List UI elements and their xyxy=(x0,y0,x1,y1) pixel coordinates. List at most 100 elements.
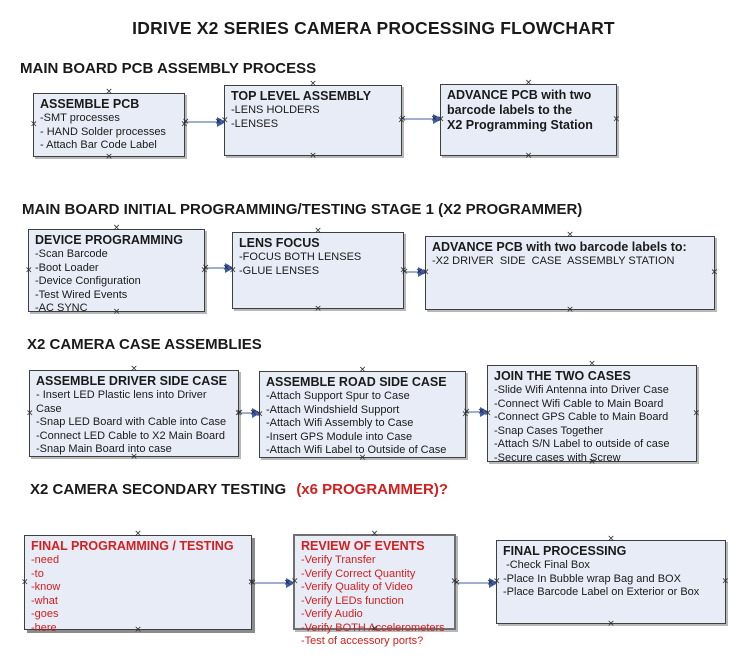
box-item: -LENSES xyxy=(231,117,279,130)
selection-handle[interactable]: × xyxy=(291,576,299,587)
flow-box-assemble-road-side-case[interactable]: ASSEMBLE ROAD SIDE CASE -Attach Support … xyxy=(256,366,469,463)
selection-handle[interactable]: × xyxy=(612,114,620,125)
selection-handle[interactable]: × xyxy=(358,365,367,375)
selection-handle[interactable]: × xyxy=(430,114,438,124)
selection-handle[interactable]: × xyxy=(314,226,322,236)
selection-handle[interactable]: × xyxy=(112,307,121,317)
arrow-right-icon xyxy=(286,578,295,588)
selection-handle[interactable]: × xyxy=(200,265,208,275)
box-item: -know xyxy=(31,581,61,593)
selection-handle[interactable]: × xyxy=(450,576,458,587)
selection-handle[interactable]: × xyxy=(399,265,407,275)
box-item: -Snap Main Board into case xyxy=(36,443,172,455)
arrow-line xyxy=(403,118,434,120)
selection-handle[interactable]: × xyxy=(721,576,729,587)
selection-handle[interactable]: × xyxy=(370,529,379,539)
box-item: -Test of accessory ports? xyxy=(301,635,424,647)
selection-handle[interactable]: × xyxy=(134,625,142,635)
selection-handle[interactable]: × xyxy=(401,267,409,277)
selection-handle[interactable]: × xyxy=(26,408,34,418)
flow-box-advance-pcb-programming-station[interactable]: ADVANCE PCB with two barcode labels to t… xyxy=(437,79,620,161)
selection-handle[interactable]: × xyxy=(134,529,142,539)
selection-handle[interactable]: × xyxy=(692,408,700,418)
selection-handle[interactable]: × xyxy=(112,223,121,233)
page-title: IDRIVE X2 SERIES CAMERA PROCESSING FLOWC… xyxy=(132,18,615,38)
selection-handle[interactable]: × xyxy=(130,364,138,374)
flow-box-final-programming-testing[interactable]: FINAL PROGRAMMING / TESTING -need-to-kno… xyxy=(21,530,255,635)
selection-handle[interactable]: × xyxy=(399,114,407,124)
box-items: -need-to-know-what-goes-here xyxy=(31,554,245,635)
flow-box-review-of-events[interactable]: REVIEW OF EVENTS -Verify Transfer-Verify… xyxy=(291,530,458,648)
selection-handle[interactable]: × xyxy=(484,408,492,418)
selection-handle[interactable]: × xyxy=(524,151,533,161)
selection-handle[interactable]: × xyxy=(397,115,405,125)
flow-box-final-processing[interactable]: FINAL PROCESSING -Check Final Box-Place … xyxy=(493,535,729,629)
selection-handle[interactable]: × xyxy=(256,409,264,419)
selection-handle[interactable]: × xyxy=(358,453,367,463)
box-item: -Snap Cases Together xyxy=(494,424,604,437)
selection-handle[interactable]: × xyxy=(493,576,501,587)
box-item: -Verify BOTH Accelerometers xyxy=(301,621,445,634)
box-items: -X2 DRIVER SIDE CASE ASSEMBLY STATION xyxy=(432,255,708,269)
selection-handle[interactable]: × xyxy=(588,457,596,467)
box-item: -AC SYNC xyxy=(35,302,88,314)
arrow-line xyxy=(457,582,490,584)
flow-box-assemble-driver-side-case[interactable]: ASSEMBLE DRIVER SIDE CASE - Insert LED P… xyxy=(26,365,242,462)
flow-box-assemble-pcb[interactable]: ASSEMBLE PCB -SMT processes- HAND Solder… xyxy=(30,88,188,162)
selection-handle[interactable]: × xyxy=(710,267,718,278)
selection-handle[interactable]: × xyxy=(486,578,494,588)
box-item: -here xyxy=(31,621,57,634)
box-items: -SMT processes- HAND Solder processes- A… xyxy=(40,112,178,153)
selection-handle[interactable]: × xyxy=(214,117,222,127)
selection-handle[interactable]: × xyxy=(309,151,317,161)
selection-handle[interactable]: × xyxy=(422,267,430,278)
selection-handle[interactable]: × xyxy=(105,152,113,162)
arrow-right-icon xyxy=(433,114,442,124)
selection-handle[interactable]: × xyxy=(221,115,229,125)
selection-handle[interactable]: × xyxy=(309,79,317,89)
flow-box-top-level-assembly[interactable]: TOP LEVEL ASSEMBLY -LENS HOLDERS-LENSES … xyxy=(221,80,405,161)
selection-handle[interactable]: × xyxy=(588,359,596,369)
selection-handle[interactable]: × xyxy=(249,408,257,418)
flow-box-lens-focus[interactable]: LENS FOCUS -FOCUS BOTH LENSES-GLUE LENSE… xyxy=(229,227,407,314)
selection-handle[interactable]: × xyxy=(477,407,485,417)
selection-handle[interactable]: × xyxy=(236,408,244,418)
flow-box-advance-pcb-driver-side[interactable]: ADVANCE PCB with two barcode labels to: … xyxy=(422,231,718,315)
flow-box-device-programming[interactable]: DEVICE PROGRAMMING -Scan Barcode-Boot Lo… xyxy=(25,224,208,317)
selection-handle[interactable]: × xyxy=(283,578,291,588)
selection-handle[interactable]: × xyxy=(222,263,230,273)
box-items: - Insert LED Plastic lens into Driver Ca… xyxy=(36,389,232,457)
selection-handle[interactable]: × xyxy=(21,577,29,587)
arrow-right-icon xyxy=(225,263,234,273)
box-items: -Slide Wifi Antenna into Driver Case-Con… xyxy=(494,384,690,465)
selection-handle[interactable]: × xyxy=(105,87,113,97)
selection-handle[interactable]: × xyxy=(566,305,574,315)
selection-handle[interactable]: × xyxy=(607,534,615,544)
selection-handle[interactable]: × xyxy=(415,267,423,277)
selection-handle[interactable]: × xyxy=(30,119,38,130)
selection-handle[interactable]: × xyxy=(453,578,461,588)
box-item: -Connect GPS Cable to Main Board xyxy=(494,411,669,423)
selection-handle[interactable]: × xyxy=(249,578,257,588)
selection-handle[interactable]: × xyxy=(130,452,138,462)
selection-handle[interactable]: × xyxy=(437,114,445,125)
flow-box-join-the-two-cases[interactable]: JOIN THE TWO CASES -Slide Wifi Antenna i… xyxy=(484,360,700,467)
selection-handle[interactable]: × xyxy=(314,304,322,314)
selection-handle[interactable]: × xyxy=(247,577,255,587)
selection-handle[interactable]: × xyxy=(370,624,379,634)
selection-handle[interactable]: × xyxy=(234,408,242,418)
selection-handle[interactable]: × xyxy=(25,265,33,275)
selection-handle[interactable]: × xyxy=(566,230,574,240)
heading-red-text: (x6 PROGRAMMER)? xyxy=(296,481,448,498)
box-items: -Verify Transfer-Verify Correct Quantity… xyxy=(301,554,448,649)
box-item: -Place In Bubble wrap Bag and BOX xyxy=(503,572,681,585)
selection-handle[interactable]: × xyxy=(607,619,615,629)
selection-handle[interactable]: × xyxy=(182,117,190,127)
box-item: -GLUE LENSES xyxy=(239,264,320,277)
selection-handle[interactable]: × xyxy=(229,265,237,275)
selection-handle[interactable]: × xyxy=(524,78,533,88)
selection-handle[interactable]: × xyxy=(180,119,188,130)
selection-handle[interactable]: × xyxy=(463,407,471,417)
selection-handle[interactable]: × xyxy=(202,263,210,273)
selection-handle[interactable]: × xyxy=(461,409,469,419)
